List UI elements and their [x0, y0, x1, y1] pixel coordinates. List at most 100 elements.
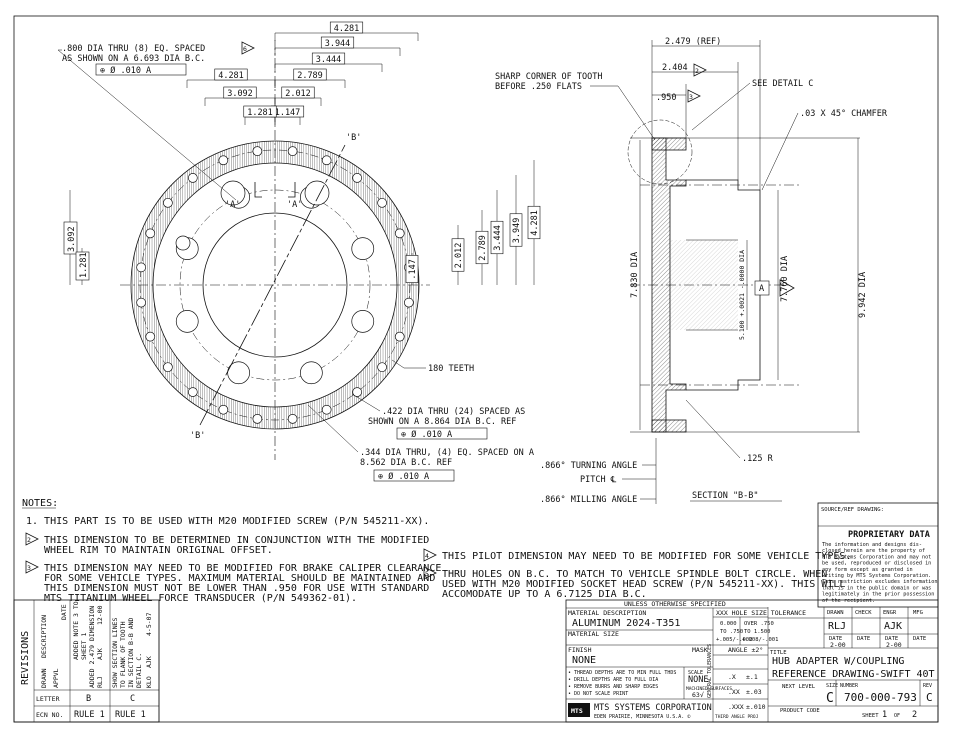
note-5-tri — [423, 566, 437, 580]
rev-c-desc-3: IN SECTION B-B AND — [127, 617, 135, 688]
dim-2404: 2.404 — [662, 63, 688, 73]
top-dimension-stack: 4.2813.9443.4442.7892.0121.1471.2813.092… — [186, 21, 419, 125]
hole-422 — [187, 387, 198, 397]
note-2-number: 2 — [695, 67, 699, 75]
drawn-date: 2-00 — [830, 641, 846, 649]
engr-by: AJK — [884, 621, 902, 632]
note-4: THIS PILOT DIMENSION MAY NEED TO BE MODI… — [442, 551, 851, 562]
drawn-date-label: DATE — [829, 636, 842, 642]
dim-value-top: 3.944 — [325, 39, 351, 49]
dim-value-right: 4.281 — [530, 210, 540, 236]
hole-tol-6: +.008/-.001 — [742, 637, 778, 643]
section-b-bottom-label: 'B' — [190, 431, 205, 441]
milling-angle: .866° MILLING ANGLE — [540, 495, 637, 505]
hole-tol-4: TO 1.500 — [744, 629, 771, 635]
dim-box-right — [527, 205, 541, 240]
dim-value-top: 4.281 — [218, 71, 244, 81]
proprietary-line: This restriction excludes information — [822, 579, 938, 585]
revision-block: REVISIONS DESCRIPTION DRAWN APPVL DATE L… — [13, 599, 160, 723]
dim-box-top — [293, 68, 327, 81]
engr-date-label: DATE — [885, 636, 898, 642]
engr-label: ENGR — [883, 610, 897, 616]
note-3-line3: THIS DIMENSION MUST NOT BE LOWER THAN .9… — [44, 583, 429, 594]
dim-value-top: 2.789 — [297, 71, 323, 81]
hole-422 — [321, 155, 332, 166]
section-line-b — [199, 144, 346, 426]
bolt-circle-800 — [179, 189, 371, 381]
proprietary-border — [817, 502, 939, 608]
proprietary-line: legitimately in the prior possession — [822, 592, 934, 598]
hole-344 — [175, 235, 191, 251]
proprietary-block: SOURCE/REF DRAWING: PROPRIETARY DATA The… — [817, 502, 939, 608]
section-tooth-top — [651, 137, 687, 151]
tol-x: .X — [728, 673, 736, 681]
dim-7830: 7.830 DIA — [630, 252, 640, 298]
dim-value-right: 3.949 — [512, 218, 522, 244]
leader-see-detail — [691, 82, 751, 131]
dim-box-top — [223, 86, 257, 99]
proprietary-line: closed herein are the property of — [822, 548, 925, 554]
rev-c-desc-2: TO FLANK OF TOOTH — [119, 621, 127, 688]
dim-value-top: 2.012 — [285, 89, 311, 99]
pilot-bore — [202, 212, 348, 358]
rev-b-date: 12-00 — [96, 605, 104, 625]
size-label: SIZE — [826, 683, 838, 689]
hole-422 — [145, 331, 156, 342]
rev-value: C — [926, 691, 933, 704]
note-3-line2: FOR SOME VEHICLE TYPES. MAXIMUM MATERIAL… — [44, 573, 435, 584]
sharp-corner-line1: SHARP CORNER OF TOOTH — [495, 72, 602, 82]
callout-800-line1: .800 DIA THRU (8) EQ. SPACED — [62, 44, 205, 54]
hole-422 — [252, 146, 263, 157]
rev-b-letter: B — [86, 694, 91, 704]
drawn-label: DRAWN — [827, 610, 844, 616]
hole-422 — [287, 146, 298, 157]
dim-box-right — [451, 238, 465, 272]
rev-c-desc-4: DETAIL C. — [135, 653, 143, 688]
tol-xxx: .XXX — [728, 703, 744, 711]
section-a-arrow-right — [288, 182, 296, 198]
hole-422 — [218, 155, 229, 166]
note-4-tri-num: 4 — [425, 552, 429, 560]
hole-422 — [287, 413, 298, 424]
check-date-label: DATE — [857, 636, 870, 642]
detail-c-circle — [627, 119, 693, 185]
dim-box-right — [509, 213, 523, 247]
rev-header-drawn: DRAWN — [40, 668, 48, 688]
sheet-border — [13, 15, 939, 723]
rev-b-appvl: AJK — [96, 648, 104, 660]
dim-box-top — [329, 21, 364, 34]
fcf-800 — [95, 63, 187, 76]
section-b-top-label: 'B' — [346, 133, 361, 143]
holes-422-group — [136, 146, 414, 424]
title-line1: HUB ADAPTER W/COUPLING — [772, 656, 904, 667]
of-label: OF — [894, 713, 900, 719]
mts-logo — [568, 703, 590, 717]
datum-a-box — [754, 280, 770, 296]
section-label: SECTION "B-B" — [692, 491, 759, 501]
note-3-number-section: 3 — [689, 93, 693, 101]
dim-box-right — [475, 230, 489, 265]
mfg-date-label: DATE — [913, 636, 926, 642]
hole-422 — [218, 404, 229, 415]
dim-value-top: 3.092 — [227, 89, 253, 99]
leader-teeth-2 — [391, 359, 405, 369]
scale-label: SCALE — [688, 670, 703, 676]
tol-xx-val: ±.03 — [746, 688, 762, 696]
rev-c-desc-1: SHOW SECTION LINES — [111, 617, 119, 688]
proprietary-line: be used, reproduced or disclosed in — [822, 561, 931, 567]
note-6-triangle — [241, 41, 255, 55]
note-1: 1. THIS PART IS TO BE USED WITH M20 MODI… — [26, 516, 429, 527]
sheet-label: SHEET — [862, 713, 879, 719]
machined-label: MACHINED SURFACES — [686, 686, 732, 692]
letter-label: LETTER — [36, 695, 60, 703]
title-block: UNLESS OTHERWISE SPECIFIED MATERIAL DESC… — [565, 599, 939, 723]
title-label: TITLE — [770, 650, 787, 656]
dim-value-top: 1.147 — [275, 108, 301, 118]
callout-800-line2: AS SHOWN ON A 6.693 DIA B.C. — [62, 54, 205, 64]
note-2-line2: WHEEL RIM TO MAINTAIN ORIGINAL OFFSET. — [44, 545, 273, 556]
hole-tol-5: +.005/-.002 — [716, 637, 752, 643]
dim-7760: 7.760 DIA — [780, 256, 790, 302]
teeth-label: 180 TEETH — [428, 364, 474, 374]
title-block-border — [565, 599, 939, 723]
next-level-label: NEXT LEVEL — [782, 684, 816, 690]
